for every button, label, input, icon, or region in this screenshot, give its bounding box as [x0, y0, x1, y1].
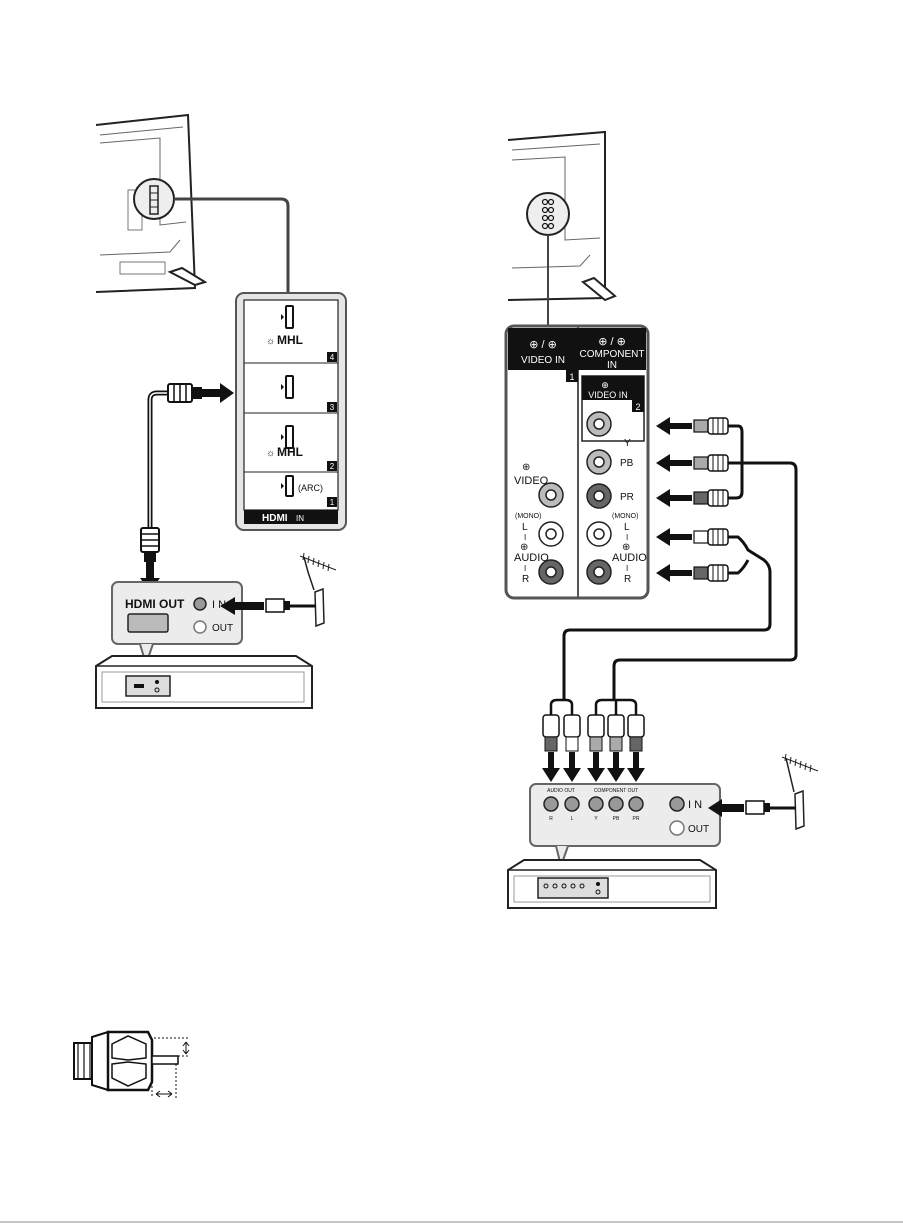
tv-rear-right [508, 132, 615, 300]
plug-down-y [587, 715, 605, 782]
pb-label: PB [620, 458, 634, 469]
i2-label-right: I [626, 564, 628, 573]
component-in-label: COMPONENT [580, 349, 645, 360]
plug-down-l [563, 715, 581, 782]
component-source-device [508, 860, 716, 908]
badge-2: 2 [635, 402, 640, 412]
hdmi-cable [140, 383, 234, 592]
component-out-label: COMPONENT OUT [594, 788, 638, 794]
component-in-label-2: IN [607, 360, 617, 371]
hdmi-in-label: IN [296, 514, 304, 523]
audio-label-right: AUDIO [612, 552, 647, 564]
arc-label: (ARC) [298, 483, 323, 493]
input-icon: ⊕ [601, 380, 609, 390]
port-label-pr: PR [633, 816, 640, 822]
port-number: 2 [330, 462, 335, 471]
antenna-out-label: OUT [688, 824, 709, 835]
port-label-pb: PB [613, 816, 620, 822]
rca-plugs-down [542, 715, 645, 782]
badge-1: 1 [569, 372, 574, 382]
hdmi-device-callout: HDMI OUT I N OUT [112, 582, 242, 664]
sun-icon: ☼ [266, 448, 275, 459]
antenna-out-label: OUT [212, 623, 233, 634]
y-label: Y [624, 438, 631, 449]
plug-down-pb [607, 715, 625, 782]
l-label-left: L [522, 522, 528, 533]
hdmi-source-device [96, 656, 312, 708]
plug-down-r [542, 715, 560, 782]
antenna-in-label: I N [688, 799, 702, 811]
plug-audio-r [656, 564, 728, 582]
port-number: 3 [330, 403, 335, 412]
plug-pb [656, 454, 728, 472]
mhl-logo: MHL [277, 445, 303, 459]
plug-harness [551, 700, 636, 715]
plug-down-pr [627, 715, 645, 782]
mono-label-left: (MONO) [515, 513, 541, 520]
r-label-right: R [624, 574, 631, 585]
r-label-left: R [522, 574, 529, 585]
pr-label: PR [620, 492, 634, 503]
audio-out-label: AUDIO OUT [547, 788, 575, 794]
coaxial-connector-detail [74, 1032, 190, 1098]
av-input-panel: ⊕ / ⊕ VIDEO IN 1 ⊕ / ⊕ COMPONENT IN ⊕ VI… [506, 326, 648, 598]
video-in-2-label: VIDEO IN [588, 390, 628, 400]
plug-y [656, 417, 728, 435]
l-label-right: L [624, 522, 630, 533]
port-number: 1 [330, 498, 335, 507]
sun-icon: ☼ [266, 336, 275, 347]
hdmi-logo: HDMI [262, 513, 288, 524]
port-label-r: R [549, 816, 553, 822]
video-in-1-label: VIDEO IN [521, 355, 565, 366]
component-device-callout: AUDIO OUT COMPONENT OUT R L Y PB PR I N … [530, 784, 720, 866]
port-number: 4 [330, 353, 335, 362]
tv-rear-left [96, 115, 205, 292]
i2-label-left: I [524, 564, 526, 573]
plug-audio-l [656, 528, 728, 546]
hdmi-out-label: HDMI OUT [125, 597, 185, 611]
mhl-logo: MHL [277, 333, 303, 347]
i-label-right: I [626, 533, 628, 542]
hdmi-input-panel: ☼ MHL 4 3 ☼ MHL 2 (ARC) 1 HDMI IN [236, 293, 346, 530]
i-label-left: I [524, 533, 526, 542]
plug-pr [656, 489, 728, 507]
input-icon: ⊕ / ⊕ [529, 339, 557, 351]
mono-label-right: (MONO) [612, 513, 638, 520]
port-label-l: L [571, 816, 574, 822]
rca-plugs-right [656, 417, 728, 582]
input-icon: ⊕ [522, 462, 530, 473]
input-icon: ⊕ / ⊕ [598, 336, 626, 348]
antenna-right [708, 754, 818, 829]
